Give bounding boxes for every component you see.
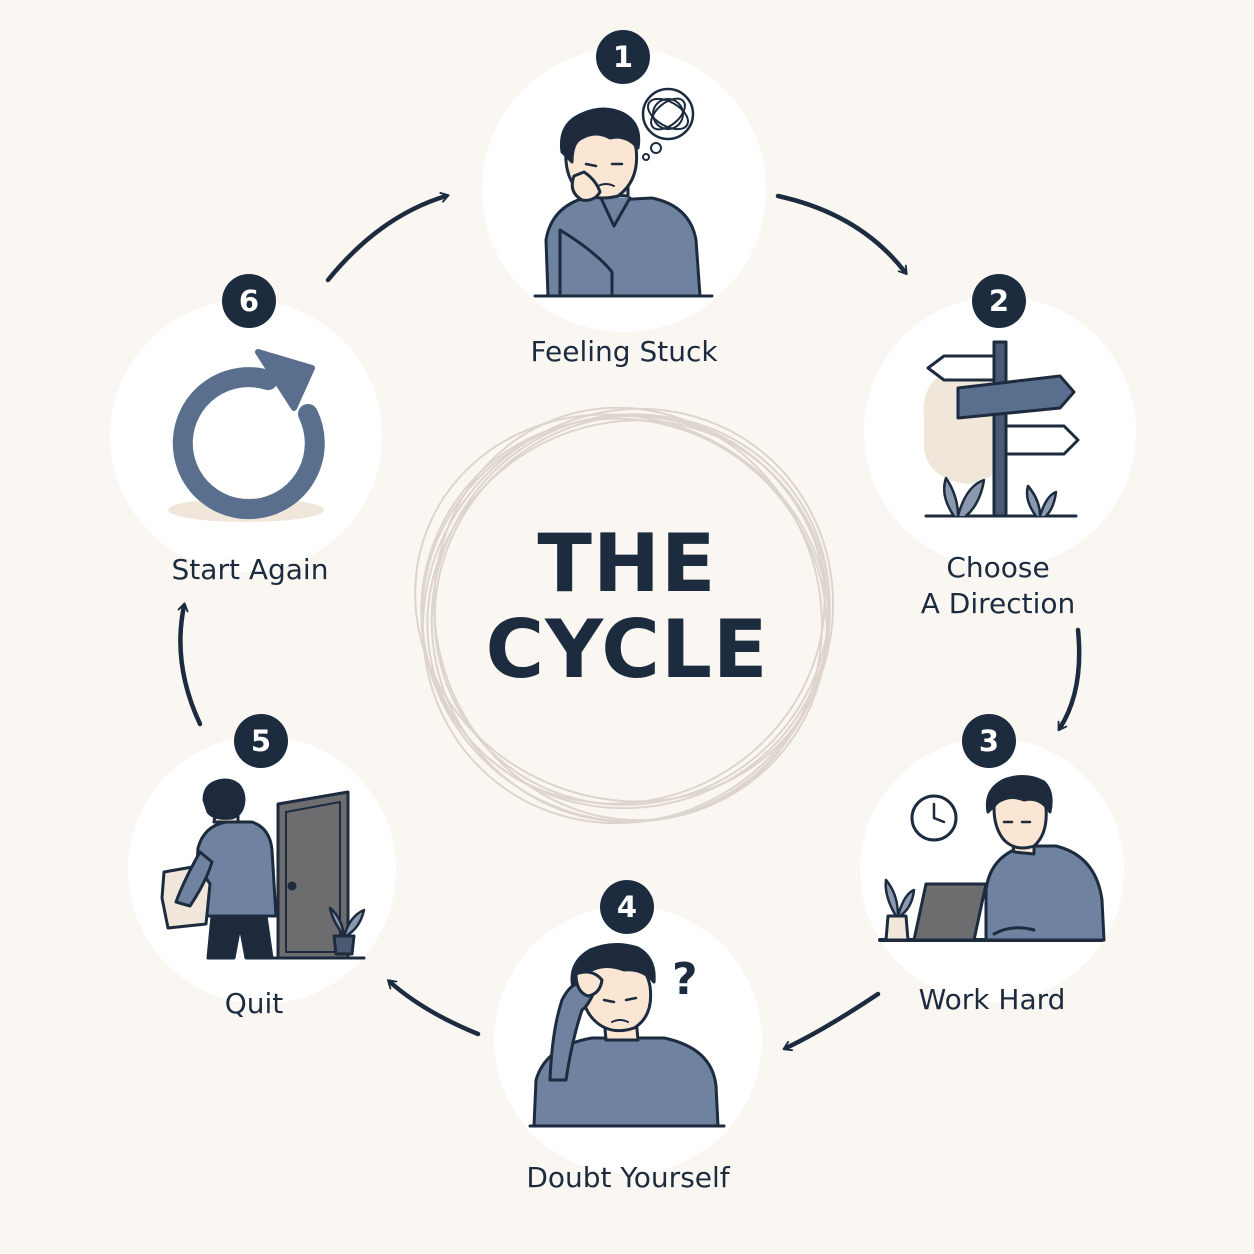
step-3-label: Work Hard: [918, 983, 1066, 1016]
step-6-circle: [110, 300, 382, 572]
arrow-5-to-6: [177, 602, 203, 727]
arrow-2-to-3: [1057, 627, 1082, 732]
arrow-1-to-2: [775, 193, 908, 276]
diagram-title-line-2: CYCLE: [485, 603, 769, 696]
person-laptop-icon: [878, 775, 1106, 942]
step-3-badge: 3: [962, 714, 1016, 768]
diagram-title-line-1: THE: [537, 517, 717, 610]
step-2-label-line-2: A Direction: [920, 587, 1076, 620]
question-mark-icon: ?: [672, 954, 698, 1005]
step-1-badge: 1: [596, 30, 650, 84]
step-2-label-line-1: Choose: [946, 551, 1050, 584]
step-4-badge: 4: [600, 880, 654, 934]
arrow-4-to-5: [387, 979, 481, 1037]
step-2-badge: 2: [972, 274, 1026, 328]
step-1-label: Feeling Stuck: [530, 335, 718, 368]
person-leaving-door-icon: [160, 778, 366, 960]
person-thinking-icon: [533, 87, 714, 298]
person-doubt-icon: ?: [528, 943, 726, 1128]
step-5-badge: 5: [234, 714, 288, 768]
step-6-badge: 6: [222, 274, 276, 328]
arrow-3-to-4: [782, 991, 881, 1052]
arrow-6-to-1: [325, 192, 450, 283]
restart-arrow-icon: [168, 349, 325, 522]
step-4-label: Doubt Yourself: [526, 1161, 730, 1194]
center-scribble: [414, 406, 835, 825]
step-6-label: Start Again: [171, 553, 329, 586]
signpost-icon: [923, 340, 1080, 518]
step-5-label: Quit: [224, 987, 284, 1020]
